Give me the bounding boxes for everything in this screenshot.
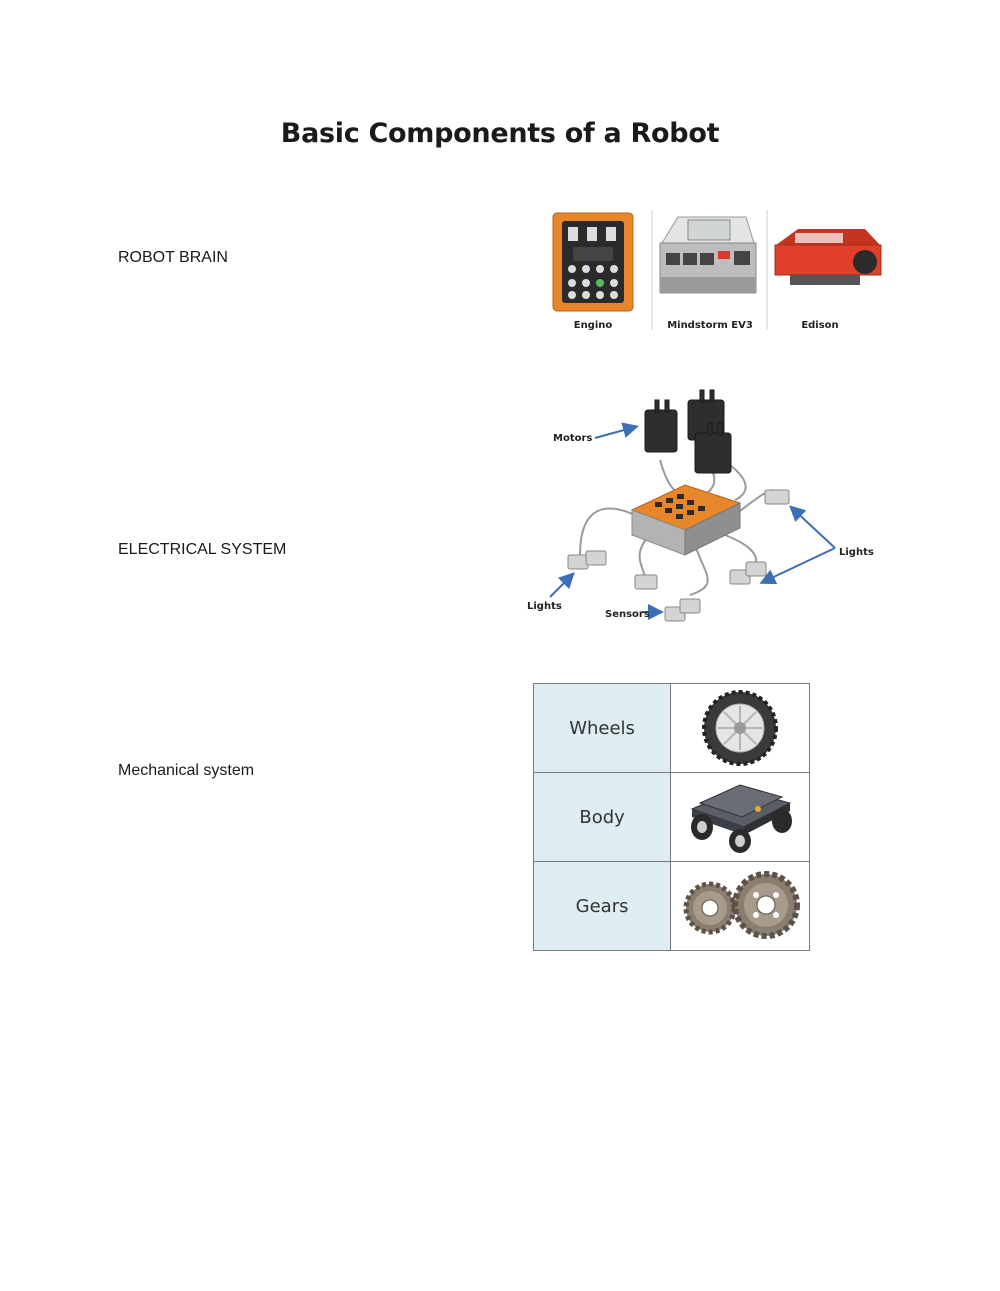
caption-motors: Motors (553, 433, 592, 444)
edison-robot-icon (774, 229, 882, 285)
engino-controller-icon (630, 484, 742, 556)
table-row: Body (532, 772, 810, 862)
section-label-electrical-system: ELECTRICAL SYSTEM (118, 541, 287, 558)
robot-brain-figure: Engino Mindstorm EV3 Edison (552, 210, 882, 331)
row-label-gears: Gears (532, 861, 672, 951)
mechanical-system-table: Wheels Body (532, 683, 810, 951)
caption-edison: Edison (801, 320, 838, 331)
light-module-icon (567, 489, 790, 622)
motors-icon (644, 389, 732, 474)
row-label-wheels: Wheels (532, 683, 672, 773)
table-row: Wheels (532, 683, 810, 773)
caption-lights-right: Lights (839, 547, 874, 558)
caption-mindstorm-ev3: Mindstorm EV3 (667, 320, 753, 331)
page-title: Basic Components of a Robot (280, 118, 720, 149)
electrical-system-figure: Motors Lights Lights Sensors (527, 389, 874, 622)
caption-engino: Engino (574, 320, 613, 331)
caption-sensors: Sensors (605, 609, 650, 620)
caption-lights-left: Lights (527, 601, 562, 612)
table-row: Gears (532, 861, 810, 951)
wheel-icon (702, 690, 779, 766)
row-label-body: Body (532, 772, 672, 862)
section-label-mechanical-system: Mechanical system (118, 762, 255, 779)
mindstorm-ev3-icon (659, 216, 757, 294)
gears-icon (683, 871, 801, 939)
robot-chassis-icon (690, 784, 793, 853)
engino-controller-icon (552, 212, 634, 312)
section-label-robot-brain: ROBOT BRAIN (118, 249, 228, 266)
